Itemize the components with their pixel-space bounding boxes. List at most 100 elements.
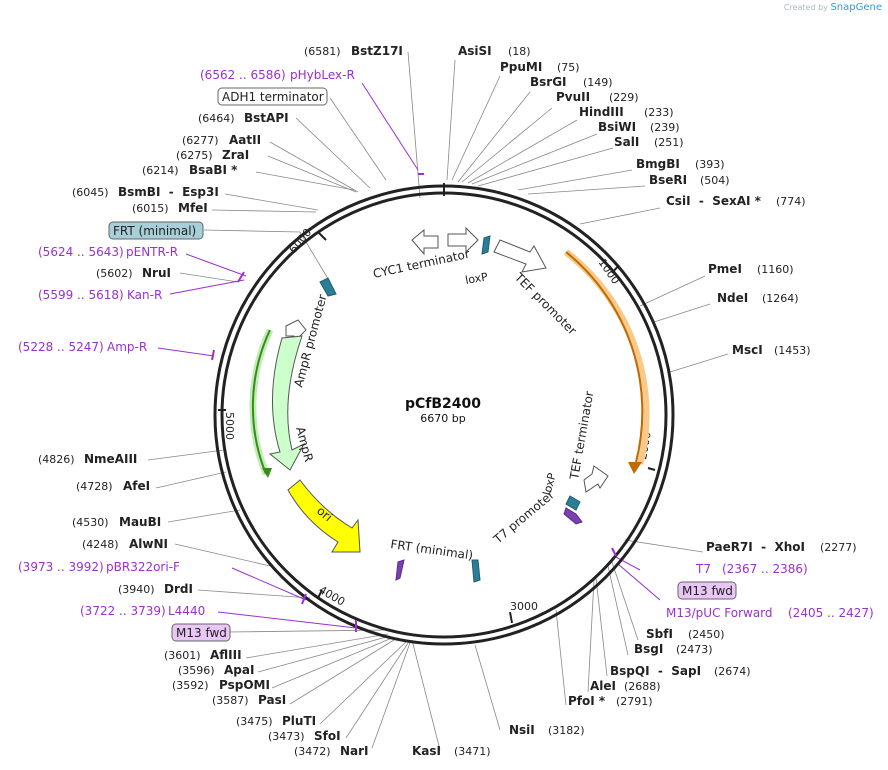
loxp-top-marker — [481, 235, 491, 255]
site-pos-bsmbi-esp3i: (6045) — [72, 186, 109, 199]
site-name-nsii: NsiI — [509, 723, 535, 737]
site-name-bsiwi: BsiWI — [598, 120, 636, 134]
site-name-alwni: AlwNI — [129, 537, 168, 551]
boxed-labels: ADH1 terminator FRT (minimal) M13 fwd M1… — [108, 87, 737, 642]
site-name-pvuii: PvuII — [556, 90, 590, 104]
site-name-hindiii: HindIII — [579, 105, 624, 119]
site-pos-alei: (2688) — [624, 680, 661, 693]
site-pos-bsabi: (6214) — [142, 164, 179, 177]
leader-lines — [147, 51, 729, 751]
tef-promoter-arc-line — [565, 251, 644, 463]
snapgene-watermark: Created by SnapGene — [784, 2, 882, 13]
frt-minimal-marker-bottom — [395, 559, 405, 581]
feature-label-tef-terminator: TEF terminator — [567, 390, 596, 482]
site-name-bsgi: BsgI — [634, 642, 663, 656]
site-pos-bspqi-sapi: (2674) — [714, 665, 751, 678]
primer-range-pbr322ori-f: (3973 .. 3992) — [18, 560, 104, 574]
primer-range-pentr-r: (5624 .. 5643) — [38, 245, 124, 259]
cyc1-terminator-arrow — [411, 228, 439, 256]
site-name-apai: ApaI — [224, 663, 254, 677]
site-pos-aatii: (6277) — [182, 134, 219, 147]
site-name-bsrgi: BsrGI — [530, 75, 567, 89]
site-name-maubi: MauBI — [119, 515, 161, 529]
frt-marker-bottom-right — [471, 559, 481, 583]
site-pos-hindiii: (233) — [644, 106, 674, 119]
site-name-paer7i-xhoi: PaeR7I - XhoI — [706, 540, 805, 554]
site-name-bspqi-sapi: BspQI - SapI — [610, 664, 701, 678]
ampr-feature-arrow — [268, 335, 306, 471]
primer-name-t7: T7 — [695, 562, 711, 576]
site-name-ppumi: PpuMI — [500, 60, 542, 74]
primer-range-t7: (2367 .. 2386) — [722, 562, 808, 576]
site-pos-pluti: (3475) — [236, 715, 273, 728]
site-pos-paer7i-xhoi: (2277) — [820, 541, 857, 554]
site-pos-pasi: (3587) — [212, 694, 249, 707]
primer-name-pentr-r: pENTR-R — [126, 245, 178, 259]
site-name-psppomi: PspOMI — [219, 678, 270, 692]
feature-label-cyc1-terminator: CYC1 terminator — [372, 247, 471, 281]
site-pos-apai: (3596) — [178, 664, 215, 677]
site-pos-nmeaiii: (4826) — [38, 453, 75, 466]
primer-name-kan-r: Kan-R — [127, 288, 162, 302]
site-name-pmei: PmeI — [708, 262, 742, 276]
site-name-afliii: AflIII — [210, 648, 242, 662]
site-name-csii-sexai: CsiI - SexAI * — [666, 194, 762, 208]
site-pos-kasi: (3471) — [454, 745, 491, 758]
ampr-arrowhead — [262, 468, 272, 478]
site-pos-sali: (251) — [654, 136, 684, 149]
site-name-ndei: NdeI — [717, 291, 748, 305]
site-pos-bsiwi: (239) — [650, 121, 680, 134]
m13-fwd-box-right — [677, 581, 737, 600]
site-name-afei: AfeI — [123, 479, 150, 493]
site-name-alei: AleI — [590, 679, 616, 693]
site-pos-ndei: (1264) — [762, 292, 799, 305]
site-name-asisi: AsiSI — [458, 44, 492, 58]
ori-feature-arrow — [287, 479, 361, 553]
site-name-zrai: ZraI — [222, 148, 249, 162]
site-name-nrui: NruI — [142, 266, 171, 280]
m13-fwd-label-left: M13 fwd — [176, 626, 227, 640]
m13-fwd-box-left — [171, 623, 231, 642]
site-name-nari: NarI — [340, 744, 369, 758]
site-name-mfei: MfeI — [178, 201, 208, 215]
site-pos-bmgbi: (393) — [695, 158, 725, 171]
site-name-bsmbi-esp3i: BsmBI - Esp3I — [118, 185, 219, 199]
tef-promoter-arrowhead — [628, 462, 642, 474]
t7-promoter-marker — [563, 507, 583, 525]
adh1-terminator-box — [217, 87, 328, 106]
feature-label-loxp-lower: loxP — [540, 471, 558, 497]
site-pos-pfoi: (2791) — [616, 695, 653, 708]
site-name-kasi: KasI — [412, 744, 441, 758]
site-pos-nrui: (5602) — [96, 267, 133, 280]
site-pos-asisi: (18) — [508, 45, 531, 58]
site-name-pasi: PasI — [258, 693, 286, 707]
primer-range-phyblex-r: (6562 .. 6586) — [200, 68, 286, 82]
frt-minimal-box — [108, 221, 204, 240]
plasmid-name: pCfB2400 — [405, 396, 481, 412]
site-pos-maubi: (4530) — [72, 516, 109, 529]
site-pos-bsgi: (2473) — [676, 643, 713, 656]
tef-terminator-arrow — [583, 465, 609, 493]
site-pos-nari: (3472) — [294, 745, 331, 758]
feature-label-frt-minimal: FRT (minimal) — [390, 537, 474, 562]
site-name-drdi: DrdI — [164, 582, 193, 596]
site-pos-nsii: (3182) — [548, 724, 585, 737]
primer-range-kan-r: (5599 .. 5618) — [38, 288, 124, 302]
site-pos-pvuii: (229) — [609, 91, 639, 104]
primer-range-l4440: (3722 .. 3739) — [80, 604, 166, 618]
site-pos-afei: (4728) — [76, 480, 113, 493]
site-pos-afliii: (3601) — [164, 649, 201, 662]
site-pos-bstz17i: (6581) — [304, 45, 341, 58]
site-name-sali: SalI — [614, 135, 639, 149]
site-name-bstz17i: BstZ17I — [351, 44, 403, 58]
site-pos-mfei: (6015) — [132, 202, 169, 215]
primer-name-pbr322ori-f: pBR322ori-F — [106, 560, 180, 574]
adh1-terminator-label: ADH1 terminator — [222, 90, 324, 104]
site-name-bstapi: BstAPI — [244, 111, 289, 125]
backbone-tick-marks — [218, 183, 656, 624]
primer-range-m13-puc-forward: (2405 .. 2427) — [788, 606, 874, 620]
site-name-aatii: AatII — [229, 133, 261, 147]
site-pos-zrai: (6275) — [176, 149, 213, 162]
tick-label-5000: 5000 — [223, 412, 236, 440]
feature-label-loxp-top: loxP — [464, 270, 489, 287]
